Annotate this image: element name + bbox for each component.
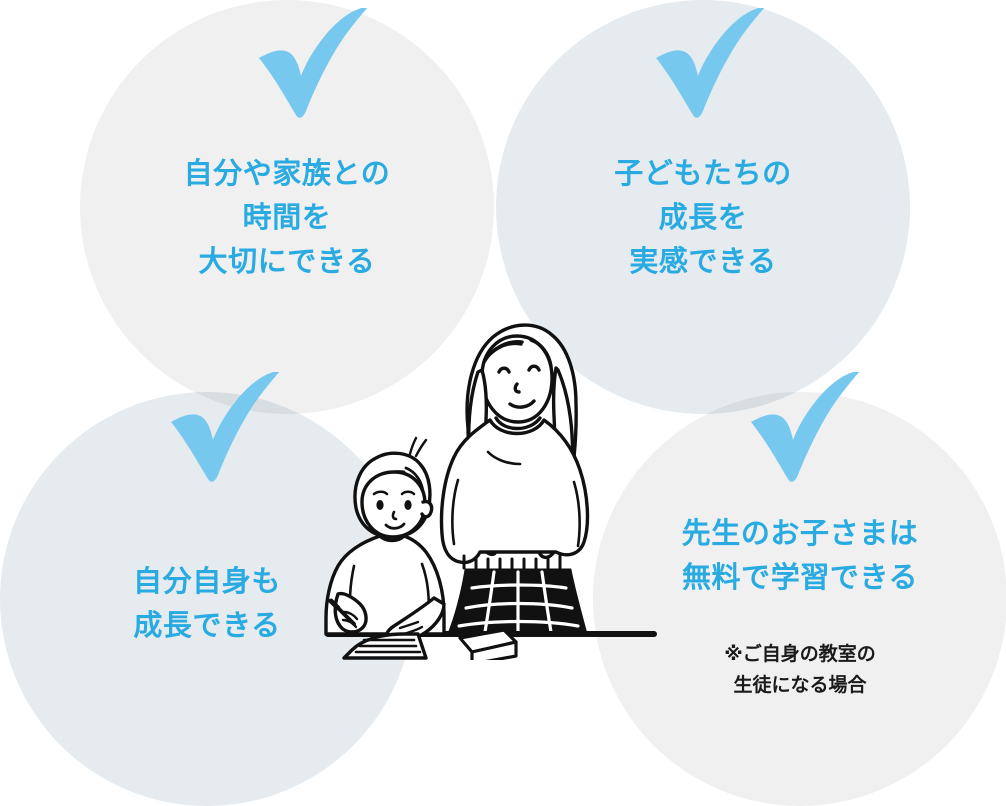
benefit-label-top-right: 子どもたちの 成長を 実感できる bbox=[614, 158, 792, 279]
benefit-label-top-left: 自分や家族との 時間を 大切にできる bbox=[183, 158, 391, 279]
benefit-note-bottom-right: ※ご自身の教室の 生徒になる場合 bbox=[724, 644, 876, 696]
teacher-and-child-illustration bbox=[324, 323, 657, 660]
benefit-label-bottom-right: 先生のお子さまは 無料で学習できる bbox=[681, 518, 919, 595]
benefit-label-bottom-left: 自分自身も 成長できる bbox=[133, 566, 281, 643]
